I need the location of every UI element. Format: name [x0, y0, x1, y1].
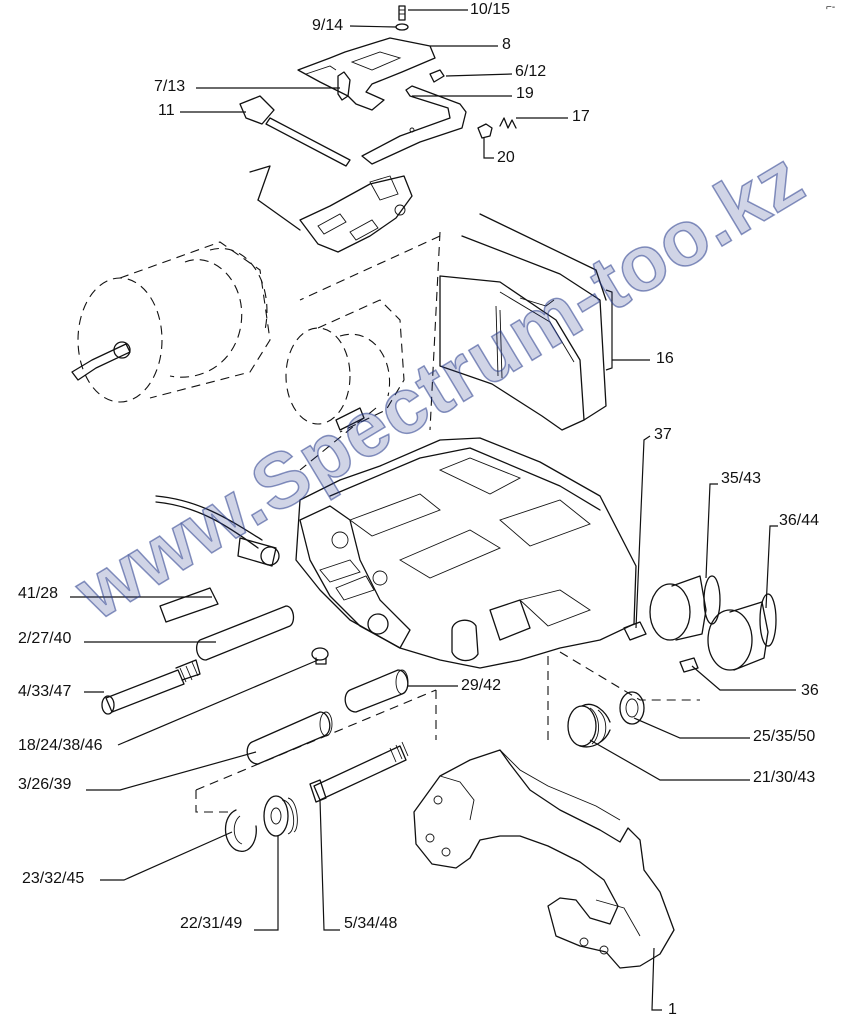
- boot-35-43: [649, 575, 721, 641]
- label-17: 17: [572, 108, 590, 125]
- leader-lines: [70, 9, 796, 1011]
- label-10-15: 10/15: [470, 1, 511, 18]
- pin-7-13: [337, 71, 351, 101]
- circlip-23-32-45: [224, 809, 257, 852]
- spring-17: [499, 117, 517, 129]
- brake-pad-set-16: [439, 213, 613, 431]
- adjuster-bracket-plate: [297, 37, 436, 111]
- label-18-24-38-46: 18/24/38/46: [18, 737, 103, 754]
- cable-11: [239, 95, 351, 231]
- label-8: 8: [502, 36, 511, 53]
- label-2-27-40: 2/27/40: [18, 630, 72, 647]
- label-5-34-48: 5/34/48: [344, 915, 398, 932]
- label-3-26-39: 3/26/39: [18, 776, 72, 793]
- label-19: 19: [516, 85, 534, 102]
- boot-36-44: [707, 593, 777, 671]
- label-23-32-45: 23/32/45: [22, 870, 85, 887]
- caliper-housing: [295, 437, 637, 669]
- cap-36: [679, 657, 699, 673]
- sleeve-3-26-39: [246, 711, 333, 765]
- bolt-4-33-47: [101, 659, 201, 715]
- label-36-44: 36/44: [779, 512, 820, 529]
- washer-9-14: [395, 23, 409, 31]
- label-29-42: 29/42: [461, 677, 502, 694]
- label-22-31-49: 22/31/49: [180, 915, 243, 932]
- label-25-35-50: 25/35/50: [753, 728, 816, 745]
- label-7-13: 7/13: [154, 78, 186, 95]
- label-9-14: 9/14: [312, 17, 344, 34]
- clip-6-12: [429, 69, 445, 83]
- carrier-bracket-1: [413, 749, 675, 969]
- bolt-10-15: [398, 5, 406, 21]
- tube-2-27-40: [195, 605, 295, 661]
- adjuster-housing: [299, 175, 413, 253]
- label-1: 1: [668, 1001, 677, 1018]
- label-41-28: 41/28: [18, 585, 59, 602]
- bellows-21-30-43: [567, 703, 611, 748]
- sleeve-41-28: [159, 587, 219, 623]
- seal-22-31-49: [263, 795, 298, 837]
- dashed-guide-box-left: [195, 689, 437, 813]
- label-20: 20: [497, 149, 515, 166]
- label-37: 37: [654, 426, 672, 443]
- bolt-5-34-48: [309, 741, 409, 803]
- brake-chamber-large: [71, 241, 271, 403]
- label-4-33-47: 4/33/47: [18, 683, 72, 700]
- label-6-12: 6/12: [515, 63, 547, 80]
- label-21-30-43: 21/30/43: [753, 769, 816, 786]
- nut-20: [477, 123, 493, 139]
- corner-mark: ⌐-: [826, 2, 836, 13]
- bushing-29-42: [344, 669, 409, 713]
- label-36: 36: [801, 682, 819, 699]
- cable-to-caliper: [155, 495, 280, 567]
- guide-pin-37: [623, 621, 647, 641]
- adjuster-lever-19: [361, 85, 467, 165]
- label-35-43: 35/43: [721, 470, 762, 487]
- dashed-guide-lines-right: [547, 651, 700, 740]
- label-11: 11: [158, 102, 175, 119]
- label-16: 16: [656, 350, 674, 367]
- seal-25-35-50: [619, 691, 645, 725]
- dashed-guide-lines-top: [299, 231, 441, 471]
